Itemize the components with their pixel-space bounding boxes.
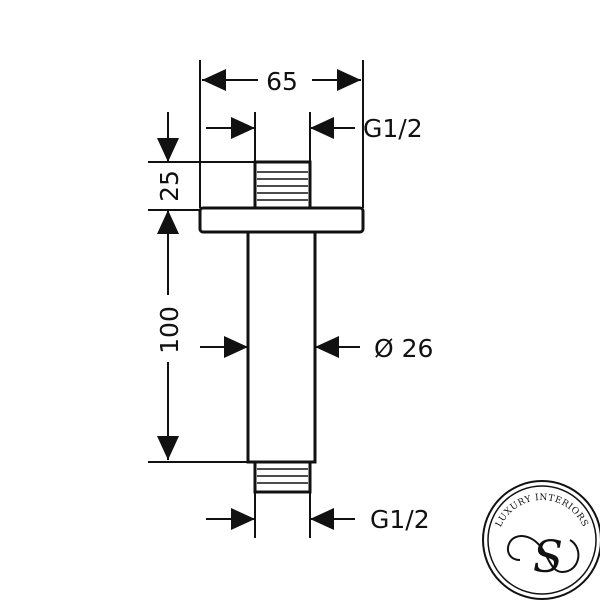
luxury-interiors-logo: LUXURY INTERIORS S bbox=[482, 480, 600, 600]
dimension-pipe-length: 100 bbox=[148, 234, 248, 463]
top-thread bbox=[253, 160, 312, 210]
dimension-bottom-thread: G1/2 bbox=[206, 492, 430, 538]
dimension-pipe-diameter: Ø 26 bbox=[200, 334, 433, 363]
top-thread-label: G1/2 bbox=[363, 114, 423, 143]
flange-width-label: 65 bbox=[266, 67, 298, 96]
pipe-length-label: 100 bbox=[155, 306, 184, 354]
flange bbox=[198, 206, 365, 234]
pipe-body bbox=[246, 230, 317, 464]
bottom-thread-label: G1/2 bbox=[370, 505, 430, 534]
pipe-diameter-label: Ø 26 bbox=[374, 334, 433, 363]
shower-arm-part bbox=[198, 160, 365, 494]
dimension-flange-width: 65 bbox=[199, 60, 364, 208]
dimension-top-thread: G1/2 bbox=[206, 112, 423, 162]
logo-swirl-icon bbox=[507, 535, 580, 574]
bottom-thread bbox=[253, 460, 312, 494]
top-thread-lines bbox=[257, 171, 308, 201]
bottom-thread-lines bbox=[257, 468, 308, 484]
thread-height-label: 25 bbox=[155, 170, 184, 202]
logo-monogram: S bbox=[533, 532, 563, 583]
